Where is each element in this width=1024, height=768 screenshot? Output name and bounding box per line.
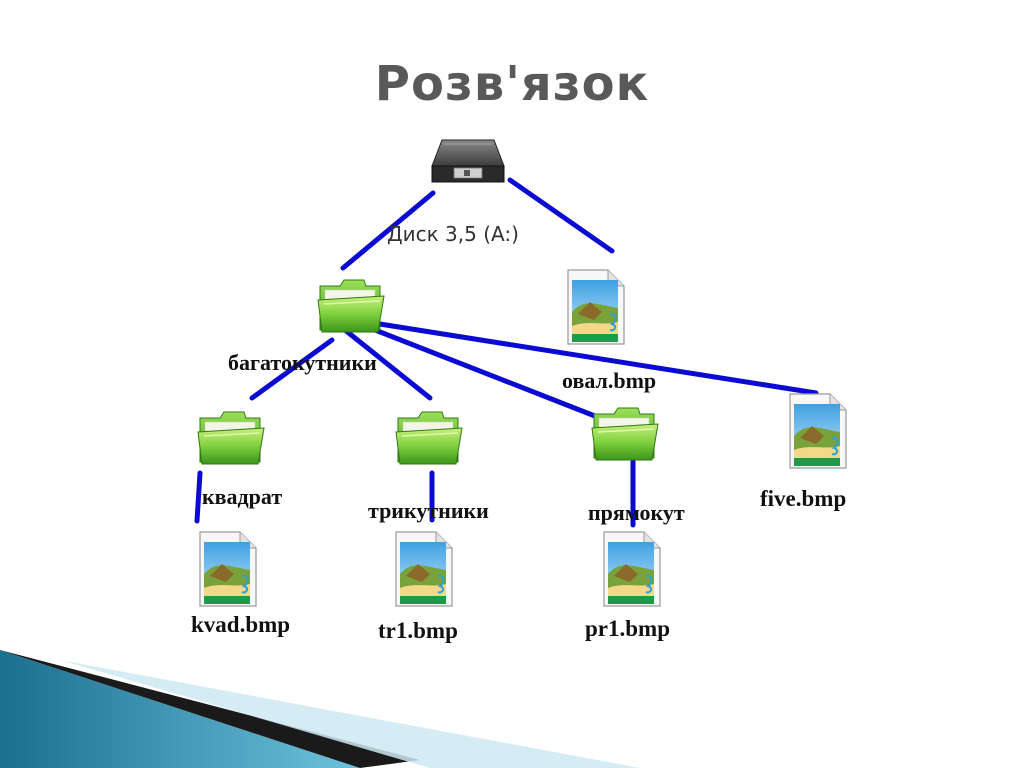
edge-drive-oval [507, 177, 615, 254]
bitmap-file-icon[interactable] [602, 530, 662, 608]
file-label-kvad: kvad.bmp [191, 612, 291, 637]
slide-title: Розв'язок [374, 56, 650, 112]
edge-kvadrat-kvad [194, 470, 203, 524]
file-label-pr1: pr1.bmp [585, 616, 670, 641]
folder-label-pryamokut: прямокут [588, 500, 685, 525]
folder-icon[interactable] [590, 404, 662, 464]
bitmap-file-icon[interactable] [394, 530, 454, 608]
file-label-five: five.bmp [760, 486, 847, 511]
drive-label: Диск 3,5 (A:) [387, 222, 519, 246]
folder-icon[interactable] [196, 408, 268, 468]
edge-root-five [377, 321, 819, 396]
floppy-drive-icon[interactable] [428, 136, 508, 186]
bitmap-file-icon[interactable] [788, 392, 848, 470]
folder-label-root: багатокутники [228, 350, 377, 375]
bitmap-file-icon[interactable] [566, 268, 626, 346]
edge-root-kvadrat [249, 337, 335, 401]
file-label-tr1: tr1.bmp [378, 618, 458, 643]
file-label-oval: овал.bmp [562, 368, 657, 393]
folder-label-kvadrat: квадрат [202, 484, 283, 509]
edge-drive-root-folder [340, 190, 436, 271]
folder-icon[interactable] [394, 408, 466, 468]
bitmap-file-icon[interactable] [198, 530, 258, 608]
folder-icon[interactable] [316, 276, 388, 336]
folder-label-trykutnyky: трикутники [368, 498, 489, 523]
edge-root-trykutnyky [342, 327, 433, 401]
edge-root-pryamokut [367, 325, 603, 421]
